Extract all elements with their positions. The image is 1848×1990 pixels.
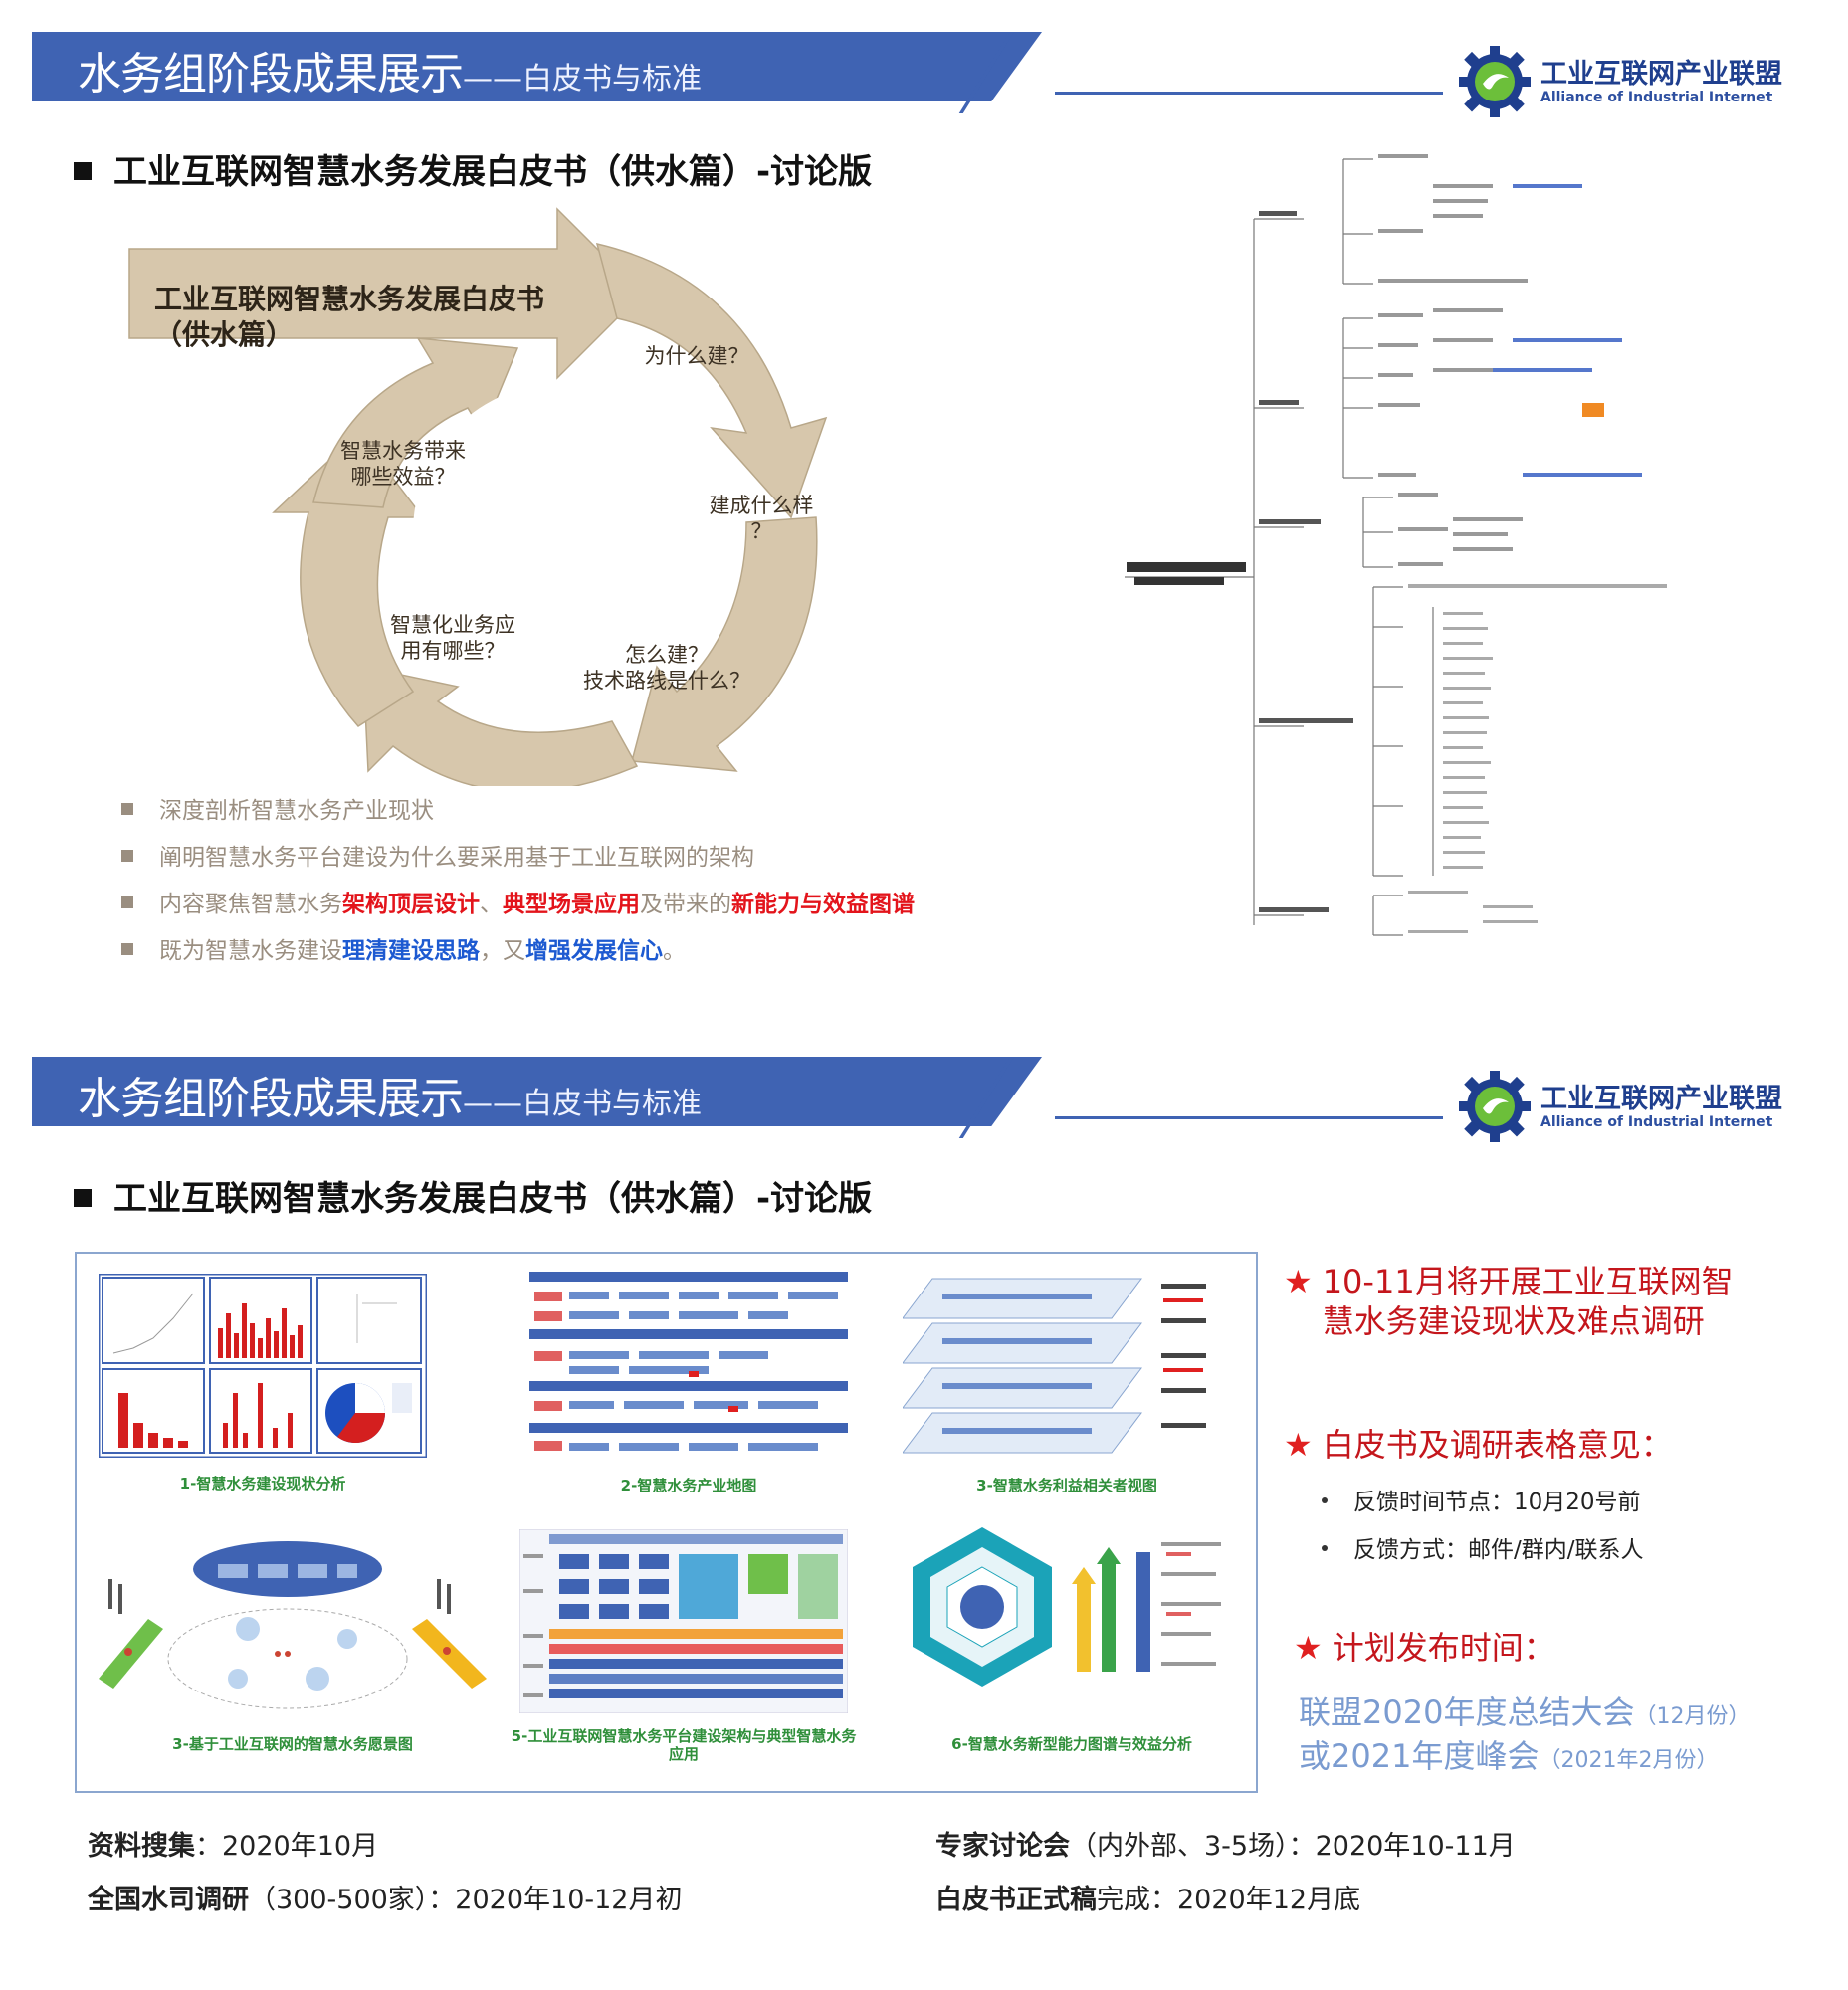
thumb-vision-diagram [89,1529,497,1718]
bullet-square-icon [121,942,133,955]
alliance-logo: 工业互联网产业联盟 Alliance of Industrial Interne… [1455,1065,1782,1144]
main-arrow [128,207,644,380]
bullet-item: 既为智慧水务建设理清建设思路，又增强发展信心。 [121,928,1037,975]
feedback-channel: 反馈方式：邮件/群内/联系人 [1322,1530,1644,1564]
figure-caption: 6-智慧水务新型能力图谱与效益分析 [951,1735,1192,1753]
arrow-segment-4 [272,431,425,727]
publish-option-2: 或2021年度峰会（2021年2月份） [1299,1737,1719,1775]
publish-option-1: 联盟2020年度总结大会（12月份） [1299,1693,1750,1731]
arrow-segment-2 [631,516,818,772]
main-arrow-label: 工业互联网智慧水务发展白皮书 （供水篇） [154,283,545,351]
cycle-center [413,383,712,682]
survey-note: ★10-11月将开展工业互联网智 慧水务建设现状及难点调研 [1284,1263,1734,1340]
figure-caption: 3-基于工业互联网的智慧水务愿景图 [172,1735,413,1753]
thumb-platform-architecture [519,1529,848,1713]
thumb-capability-map [913,1527,1221,1687]
square-bullet-icon [74,161,92,180]
bullet-dot-icon [1322,1544,1328,1551]
figure-caption: 3-智慧水务利益相关者视图 [976,1477,1157,1494]
slide2-header: 水务组阶段成果展示——白皮书与标准 工业互联网产业联盟 Alliance of … [0,1057,1848,1166]
header-rule [1055,92,1443,95]
title-banner: 水务组阶段成果展示——白皮书与标准 [32,32,1042,101]
question-cycle-diagram [128,207,828,786]
bullet-dot-icon [1322,1496,1328,1503]
arrow-segment-5 [312,337,519,508]
header-rule [1055,1116,1443,1119]
slide1-header: 水务组阶段成果展示——白皮书与标准 工业互联网产业联盟 Alliance of … [0,32,1848,141]
banner-title: 水务组阶段成果展示——白皮书与标准 [78,1074,702,1124]
question-benefits: 智慧水务带来 哪些效益？ [340,439,466,489]
title-banner: 水务组阶段成果展示——白皮书与标准 [32,1057,1042,1126]
bullet-square-icon [121,896,133,908]
bullet-item: 深度剖析智慧水务产业现状 [121,788,1037,835]
slide2-section-title: 工业互联网智慧水务发展白皮书（供水篇）-讨论版 [74,1171,872,1220]
alliance-logo: 工业互联网产业联盟 Alliance of Industrial Interne… [1455,40,1782,119]
slide1-section-title: 工业互联网智慧水务发展白皮书（供水篇）-讨论版 [74,144,872,193]
arrow-segment-3 [362,666,639,786]
star-icon: ★ [1284,1426,1313,1464]
banner-title: 水务组阶段成果展示——白皮书与标准 [78,49,702,100]
arrow-segment-1 [595,242,828,519]
bullet-square-icon [121,802,133,815]
bullet-item: 阐明智慧水务平台建设为什么要采用基于工业互联网的架构 [121,835,1037,882]
timeline-expert-meeting: 专家讨论会（内外部、3-5场）：2020年10-11月 [935,1831,1516,1862]
publish-note: ★计划发布时间： [1294,1629,1555,1667]
gear-logo-icon [1459,1071,1531,1142]
thumb-status-analysis [99,1274,427,1458]
star-icon: ★ [1284,1263,1313,1300]
whitepaper-figures-panel: 1-智慧水务建设现状分析 2-智慧水务产业地图 [75,1252,1258,1793]
square-bullet-icon [74,1188,92,1207]
question-what: 建成什么样 ？ [709,494,814,543]
feedback-deadline: 反馈时间节点：10月20号前 [1322,1483,1641,1516]
thumb-industry-map [529,1272,848,1466]
slide1-bullets: 深度剖析智慧水务产业现状 阐明智慧水务平台建设为什么要采用基于工业互联网的架构 … [121,788,1037,975]
timeline-survey: 全国水司调研（300-500家）：2020年10-12月初 [88,1885,683,1915]
figure-caption: 5-工业互联网智慧水务平台建设架构与典型智慧水务应用 [511,1727,857,1763]
timeline-data-collection: 资料搜集：2020年10月 [88,1831,379,1862]
question-how: 怎么建？ 技术路线是什么？ [583,643,750,693]
gear-logo-icon [1459,46,1531,117]
outline-mindmap-thumbnail [1125,154,1667,936]
timeline-final-draft: 白皮书正式稿完成：2020年12月底 [935,1885,1361,1915]
thumb-stakeholder-view [903,1278,1206,1454]
feedback-note: ★白皮书及调研表格意见： [1284,1426,1673,1464]
bullet-square-icon [121,849,133,862]
figure-caption: 2-智慧水务产业地图 [620,1477,757,1494]
figure-caption: 1-智慧水务建设现状分析 [179,1475,346,1492]
star-icon: ★ [1294,1629,1323,1667]
bullet-item: 内容聚焦智慧水务架构顶层设计、典型场景应用及带来的新能力与效益图谱 [121,882,1037,928]
question-apps: 智慧化业务应 用有哪些？ [390,613,515,663]
question-why: 为什么建？ [644,344,749,368]
